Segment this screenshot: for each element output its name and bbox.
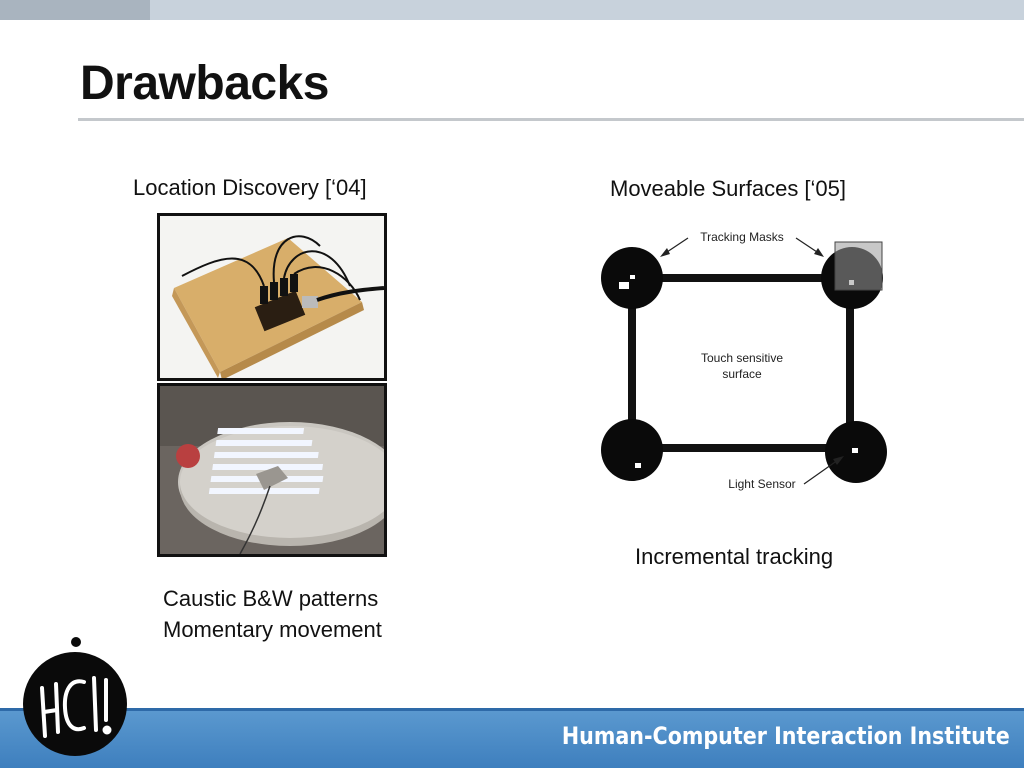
moveable-surface-diagram: Tracking Masks Touch sensitive surface L… xyxy=(601,230,887,491)
hcii-logo xyxy=(23,637,127,756)
location-discovery-heading: Location Discovery [‘04] xyxy=(133,175,367,200)
top-bar xyxy=(0,0,1024,20)
light-sensor-label: Light Sensor xyxy=(728,477,795,491)
title-rule xyxy=(78,118,1024,121)
slide-title: Drawbacks xyxy=(80,57,329,110)
tracking-mask-highlight xyxy=(834,241,883,291)
tracking-masks-label: Tracking Masks xyxy=(700,230,784,244)
footer-banner: Human-Computer Interaction Institute xyxy=(0,708,1024,768)
touch-surface-label-line1: Touch sensitive xyxy=(701,351,783,365)
touch-surface-label-line2: surface xyxy=(722,367,762,381)
projected-stripes-photo xyxy=(157,383,387,557)
institute-name: Human-Computer Interaction Institute xyxy=(562,722,1010,750)
note-caustic-patterns: Caustic B&W patterns xyxy=(163,586,379,611)
drawback-notes: Caustic B&W patterns Momentary movement xyxy=(163,583,382,645)
incremental-tracking-caption: Incremental tracking xyxy=(635,544,834,569)
moveable-surfaces-heading: Moveable Surfaces [‘05] xyxy=(610,176,847,201)
corner-mask-bottom-left xyxy=(601,419,663,481)
top-bar-accent xyxy=(0,0,150,20)
note-momentary-movement: Momentary movement xyxy=(163,617,382,642)
circuit-board-photo xyxy=(157,213,387,381)
